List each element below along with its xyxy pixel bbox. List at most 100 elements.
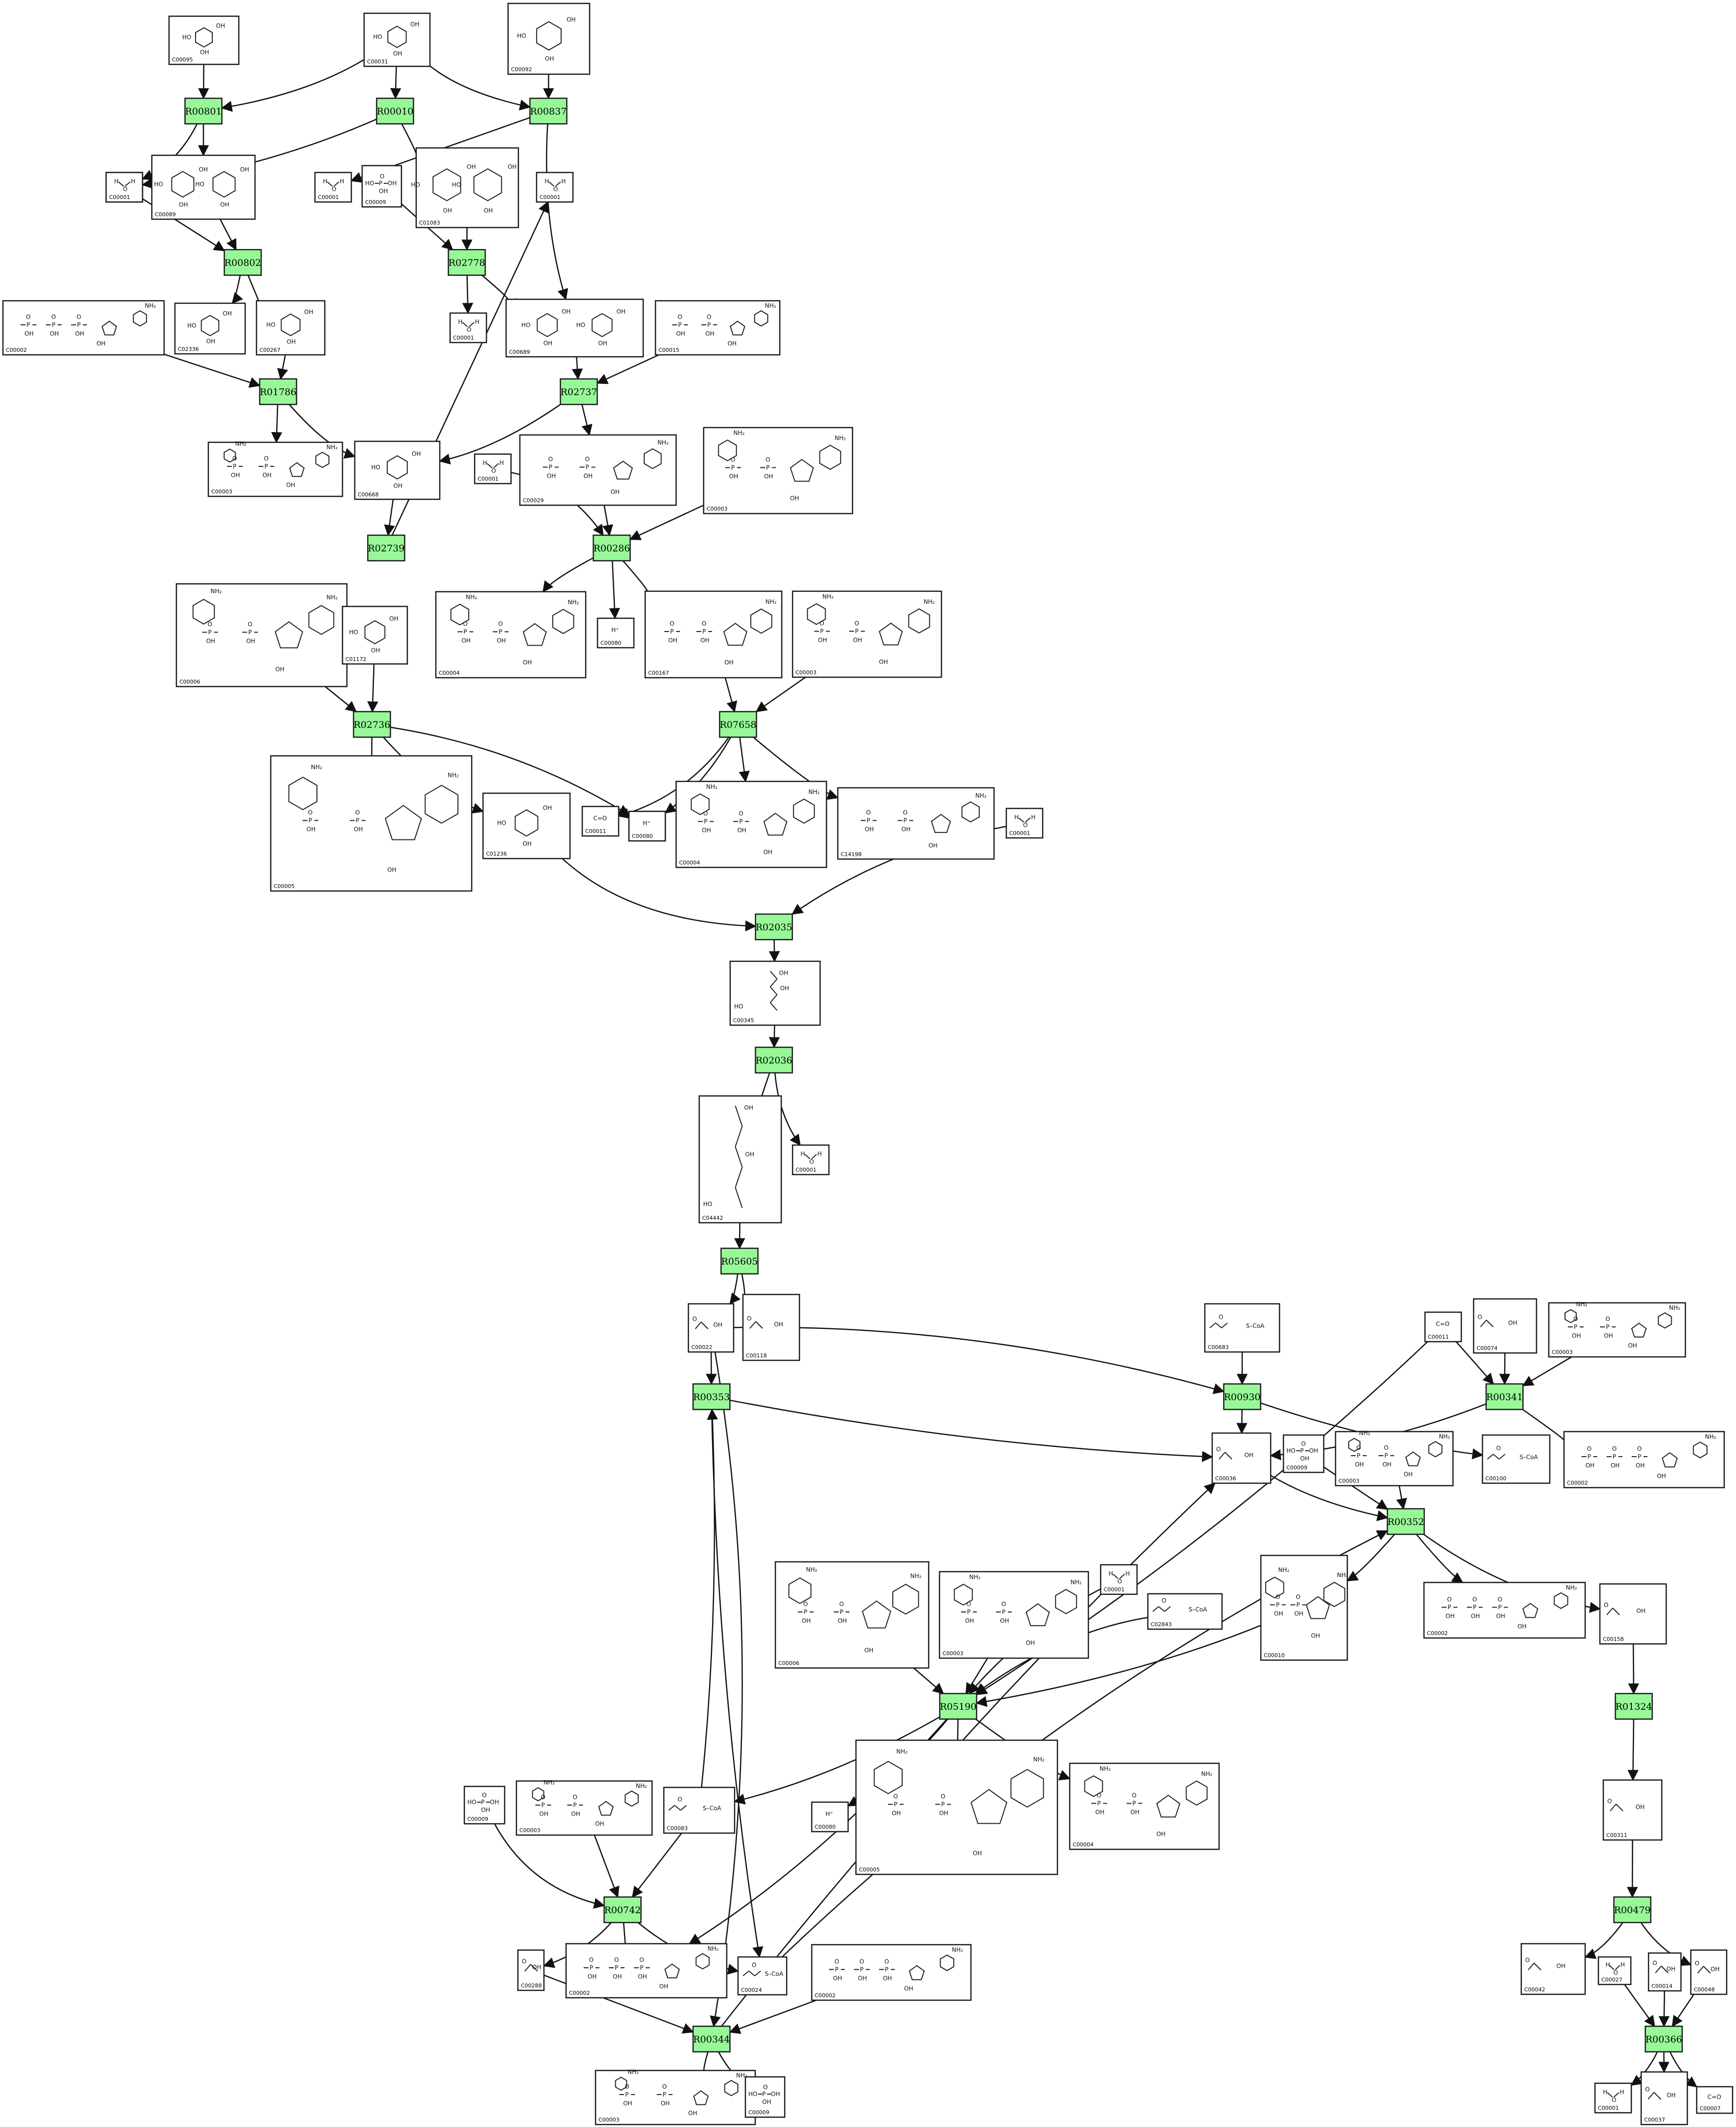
compound-node[interactable]: H⁺C00080	[628, 810, 666, 842]
reaction-node[interactable]: R00286	[593, 534, 631, 562]
reaction-node[interactable]: R05190	[939, 1693, 977, 1720]
reaction-node[interactable]: R00341	[1485, 1383, 1524, 1410]
reaction-node[interactable]: R00344	[692, 2025, 731, 2053]
reaction-node[interactable]: R00802	[224, 249, 262, 276]
reaction-node[interactable]: R02739	[367, 534, 405, 562]
reaction-node[interactable]: R02778	[448, 249, 486, 276]
reaction-node[interactable]: R00479	[1613, 1896, 1651, 1924]
reaction-node[interactable]: R07658	[719, 711, 757, 738]
reaction-node[interactable]: R00352	[1387, 1508, 1425, 1535]
reaction-node[interactable]: R00010	[376, 97, 414, 125]
reaction-node[interactable]: R00801	[184, 97, 223, 125]
reaction-node[interactable]: R02736	[353, 711, 391, 738]
reaction-node[interactable]: R02035	[755, 913, 793, 941]
reaction-node[interactable]: R02737	[560, 378, 598, 405]
atom-label: P	[379, 180, 382, 187]
reaction-node[interactable]: R01786	[259, 378, 297, 405]
reaction-node[interactable]: R00366	[1645, 2025, 1683, 2053]
compound-node[interactable]: H⁺C00080	[811, 1801, 849, 1833]
reaction-node[interactable]: R01324	[1615, 1693, 1653, 1720]
reaction-node[interactable]: R00837	[529, 97, 568, 125]
compound-node[interactable]: H⁺C00080	[597, 617, 635, 649]
reaction-node[interactable]: R05605	[720, 1247, 759, 1275]
reaction-node[interactable]: R00742	[603, 1896, 642, 1924]
atom-label: NH₂	[734, 430, 745, 436]
reaction-node[interactable]: R00930	[1223, 1383, 1261, 1410]
reaction-node[interactable]: R02036	[755, 1046, 793, 1074]
reaction-node[interactable]: R00353	[692, 1383, 731, 1410]
